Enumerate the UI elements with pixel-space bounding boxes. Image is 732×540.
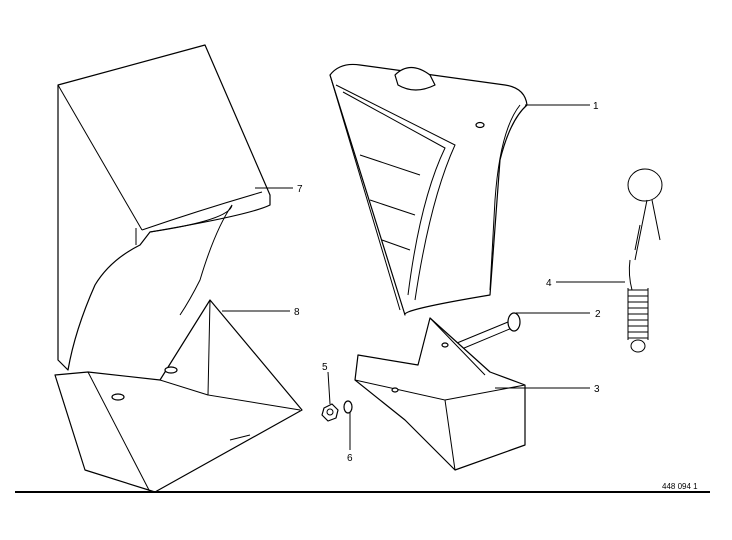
part-8-bracket <box>54 299 303 493</box>
callout-3: 3 <box>594 384 600 395</box>
callout-5: 5 <box>322 362 328 373</box>
part-7-cover <box>57 44 271 371</box>
callout-8: 8 <box>294 307 300 318</box>
callout-7: 7 <box>297 184 303 195</box>
callout-1: 1 <box>593 101 599 112</box>
part-3-box <box>354 317 526 471</box>
part-5-nut <box>321 403 339 422</box>
callout-4: 4 <box>546 278 552 289</box>
part-4-spring-pin <box>627 168 663 353</box>
drawing-number: 448 094 1 <box>662 482 698 491</box>
part-6-washer <box>343 400 353 414</box>
callout-6: 6 <box>347 453 353 464</box>
part-1-housing <box>329 63 528 316</box>
leader-lines <box>222 104 625 450</box>
callout-2: 2 <box>595 309 601 320</box>
